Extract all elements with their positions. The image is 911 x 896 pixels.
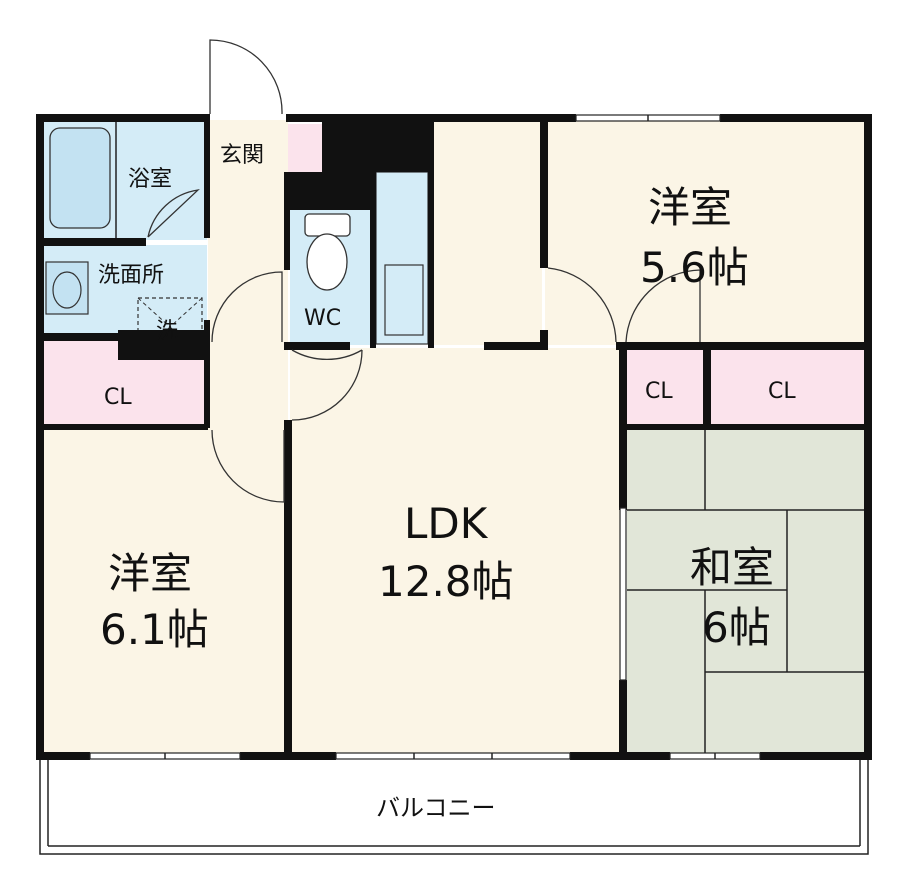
closet-left-label: CL bbox=[104, 385, 132, 410]
tatami-lines bbox=[627, 428, 865, 753]
toilet-tank bbox=[304, 213, 351, 237]
windows bbox=[89, 114, 761, 760]
walls bbox=[36, 114, 872, 760]
western-room-left bbox=[42, 428, 287, 753]
western-left-name: 洋室 bbox=[108, 549, 192, 598]
ldk-name: LDK bbox=[404, 499, 489, 548]
toilet-bowl bbox=[306, 233, 348, 291]
washroom-label: 洗面所 bbox=[98, 263, 164, 288]
japanese-size: 6帖 bbox=[702, 603, 771, 652]
entrance-closet bbox=[288, 124, 322, 174]
wc-label: WC bbox=[304, 306, 341, 331]
closet-mid-label: CL bbox=[645, 379, 673, 404]
bath-label: 浴室 bbox=[128, 167, 172, 192]
washer-label: 洗 bbox=[156, 319, 178, 344]
western-left-size: 6.1帖 bbox=[100, 605, 209, 654]
closet-mid bbox=[627, 348, 705, 426]
western-top-name: 洋室 bbox=[648, 183, 732, 232]
shoe-cabinet bbox=[375, 171, 429, 345]
door-swings bbox=[209, 39, 701, 503]
entrance-label: 玄関 bbox=[220, 143, 264, 168]
storage-room-top bbox=[432, 120, 542, 345]
balcony-area bbox=[39, 757, 869, 855]
closet-right-label: CL bbox=[768, 379, 796, 404]
washbasin bbox=[45, 261, 89, 315]
western-room-top bbox=[545, 120, 865, 345]
western-top-size: 5.6帖 bbox=[640, 243, 749, 292]
balcony-label: バルコニー bbox=[376, 794, 496, 822]
japanese-name: 和室 bbox=[690, 543, 774, 592]
ldk-size: 12.8帖 bbox=[378, 557, 514, 606]
bathtub bbox=[49, 127, 111, 229]
ldk-room bbox=[290, 348, 623, 753]
closet-right bbox=[710, 348, 865, 426]
